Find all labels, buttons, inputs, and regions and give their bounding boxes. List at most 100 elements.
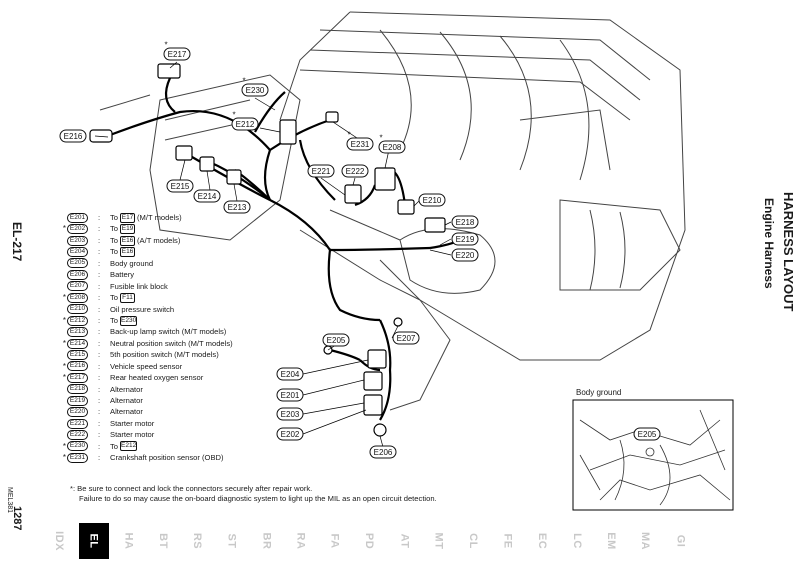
- legend-star: *: [62, 315, 66, 325]
- tab-at[interactable]: AT: [389, 523, 419, 559]
- tab-label: PD: [363, 532, 376, 550]
- legend-colon: :: [97, 441, 101, 451]
- legend-row: *E217:Rear heated oxygen sensor: [60, 372, 233, 383]
- tab-label: RA: [294, 532, 307, 550]
- svg-text:*: *: [379, 134, 382, 143]
- tab-label: BR: [259, 532, 272, 550]
- legend-row: E219:Alternator: [60, 395, 233, 406]
- page-title: HARNESS LAYOUT: [781, 192, 796, 312]
- tab-ma[interactable]: MA: [631, 523, 661, 559]
- svg-text:E220: E220: [456, 251, 475, 260]
- legend-star: *: [62, 373, 66, 383]
- callout-e222: E222: [341, 164, 369, 178]
- legend-colon: :: [97, 270, 101, 280]
- tab-label: EC: [536, 532, 548, 550]
- svg-text:E219: E219: [456, 235, 475, 244]
- legend-colon: :: [97, 361, 101, 371]
- callout-e201: E201: [276, 388, 304, 402]
- tab-label: GI: [674, 534, 686, 548]
- tab-idx[interactable]: IDX: [44, 523, 74, 559]
- legend-row: E207:Fusible link block: [60, 281, 233, 292]
- tab-fa[interactable]: FA: [320, 523, 350, 559]
- legend-row: E221:Starter motor: [60, 418, 233, 429]
- legend-code: E230: [67, 441, 88, 452]
- tab-fe[interactable]: FE: [493, 523, 523, 559]
- legend-row: E213:Back-up lamp switch (M/T models): [60, 326, 233, 338]
- callout-e206: E206: [369, 445, 397, 459]
- svg-text:E205: E205: [327, 336, 346, 345]
- callout-e214: E214: [193, 189, 221, 203]
- legend-ref: E19: [120, 224, 136, 235]
- legend-colon: :: [97, 327, 101, 337]
- tab-br[interactable]: BR: [251, 523, 281, 559]
- legend-colon: :: [97, 338, 101, 348]
- legend-code: E212: [67, 315, 88, 326]
- svg-text:E213: E213: [228, 203, 247, 212]
- legend-star: *: [62, 224, 66, 234]
- callout-e219: E219: [451, 232, 479, 246]
- legend-text: Back-up lamp switch (M/T models): [110, 327, 227, 337]
- legend-suffix: (A/T models): [137, 235, 181, 245]
- legend-ref: E16: [120, 235, 136, 246]
- legend-code: E220: [67, 407, 88, 418]
- tab-em[interactable]: EM: [596, 523, 626, 559]
- tab-rs[interactable]: RS: [182, 523, 212, 559]
- legend-ref: E230: [120, 315, 138, 326]
- callout-e220: E220: [451, 248, 479, 262]
- legend-text: Alternator: [110, 396, 143, 405]
- tab-pd[interactable]: PD: [355, 523, 385, 559]
- legend-text: Battery: [110, 270, 135, 280]
- legend-text: Fusible link block: [110, 281, 168, 291]
- legend-code: E218: [67, 384, 88, 395]
- legend-code: E216: [67, 361, 88, 372]
- inset-body-ground: [572, 399, 734, 511]
- legend-code: E202: [67, 224, 88, 235]
- tab-ha[interactable]: HA: [113, 523, 143, 559]
- legend-text: Alternator: [110, 384, 143, 394]
- legend-code: E217: [67, 372, 88, 383]
- legend-colon: :: [97, 396, 101, 405]
- legend-colon: :: [97, 407, 101, 417]
- tab-cl[interactable]: CL: [458, 523, 488, 559]
- legend-colon: :: [97, 384, 101, 394]
- legend-code: E204: [67, 247, 88, 258]
- callout-e208: E208*: [378, 134, 406, 154]
- engine-outline: [99, 11, 686, 411]
- legend-row: E218: Alternator: [60, 384, 233, 395]
- svg-text:E217: E217: [168, 50, 187, 59]
- tab-ec[interactable]: EC: [527, 523, 557, 559]
- tab-ra[interactable]: RA: [286, 523, 316, 559]
- svg-text:E202: E202: [281, 430, 300, 439]
- svg-text:E208: E208: [383, 143, 402, 152]
- tab-lc[interactable]: LC: [562, 523, 592, 559]
- ref-number: 1287: [11, 506, 23, 531]
- legend-colon: :: [97, 430, 101, 440]
- callout-e221: E221: [307, 164, 335, 178]
- footnote: *: Be sure to connect and lock the conne…: [70, 484, 437, 504]
- tab-el[interactable]: EL: [78, 523, 109, 559]
- callout-e215: E215: [166, 179, 194, 193]
- svg-text:E216: E216: [64, 132, 83, 141]
- svg-text:E218: E218: [456, 218, 475, 227]
- tab-label: FE: [501, 533, 514, 549]
- tab-st[interactable]: ST: [217, 523, 247, 559]
- svg-text:E201: E201: [281, 391, 300, 400]
- callout-e204: E204: [276, 367, 304, 381]
- tab-bt[interactable]: BT: [148, 523, 178, 559]
- tab-mt[interactable]: MT: [424, 523, 454, 559]
- svg-text:E204: E204: [281, 370, 300, 379]
- callout-e202: E202: [276, 427, 304, 441]
- legend-text: 5th position switch (M/T models): [110, 350, 219, 360]
- svg-text:*: *: [347, 131, 350, 140]
- tab-label: MT: [432, 532, 445, 550]
- legend-text: To: [110, 293, 119, 303]
- legend-code: E231: [67, 452, 88, 463]
- tab-gi[interactable]: GI: [665, 523, 695, 559]
- tab-label: EM: [605, 532, 617, 550]
